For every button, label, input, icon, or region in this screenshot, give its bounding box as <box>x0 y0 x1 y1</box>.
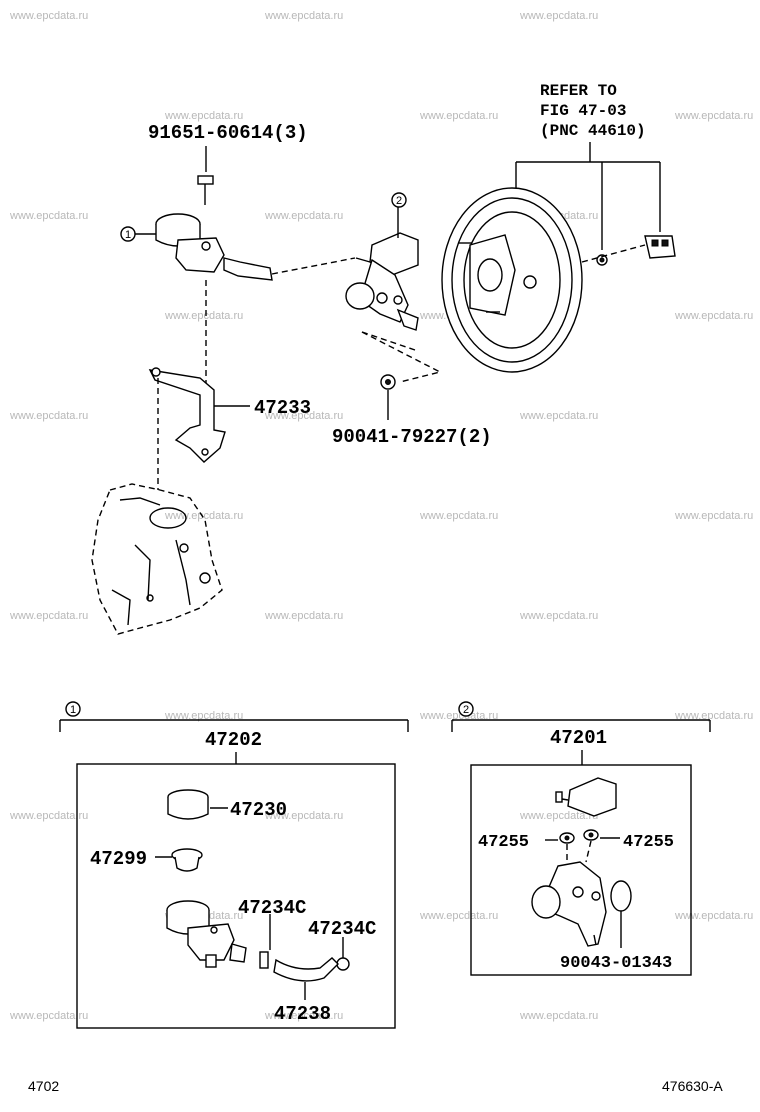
marker-2-label: 2 <box>396 195 402 207</box>
booster-nut <box>596 254 608 266</box>
watermark: www.epcdata.ru <box>264 210 343 222</box>
watermark: www.epcdata.ru <box>264 810 343 822</box>
watermark: www.epcdata.ru <box>419 710 498 722</box>
callout-bracket: 47233 <box>254 397 311 419</box>
watermark: www.epcdata.ru <box>419 910 498 922</box>
refer-line-3: (PNC 44610) <box>540 122 646 140</box>
group1-frame <box>76 763 396 1029</box>
reservoir <box>155 213 273 281</box>
group1-title: 47202 <box>205 729 262 751</box>
part-oring: 90043-01343 <box>560 954 672 973</box>
watermark: www.epcdata.ru <box>264 610 343 622</box>
watermark: www.epcdata.ru <box>419 510 498 522</box>
part-grommet-right: 47255 <box>623 833 674 852</box>
clip-47234c-left <box>259 951 269 969</box>
watermark: www.epcdata.ru <box>419 110 498 122</box>
refer-leader-lines <box>515 142 661 250</box>
watermark: www.epcdata.ru <box>264 10 343 22</box>
watermark: www.epcdata.ru <box>519 610 598 622</box>
brake-booster <box>441 187 583 373</box>
watermark: www.epcdata.ru <box>164 310 243 322</box>
watermark: www.epcdata.ru <box>519 410 598 422</box>
marker-2-group <box>458 701 474 717</box>
watermark: www.epcdata.ru <box>264 1010 343 1022</box>
o-ring-90043 <box>610 880 632 912</box>
watermark: www.epcdata.ru <box>9 210 88 222</box>
marker-1-label: 1 <box>125 229 131 241</box>
watermark: www.epcdata.ru <box>9 1010 88 1022</box>
group2-frame <box>470 764 692 976</box>
marker-2-group-label: 2 <box>463 704 469 716</box>
cap-47230 <box>167 789 209 820</box>
watermark: www.epcdata.ru <box>164 510 243 522</box>
booster-clevis <box>644 235 676 259</box>
watermark: www.epcdata.ru <box>164 110 243 122</box>
footer-right: 476630-A <box>662 1078 723 1094</box>
footer-left: 4702 <box>28 1078 59 1094</box>
watermark: www.epcdata.ru <box>519 10 598 22</box>
watermark: www.epcdata.ru <box>674 310 753 322</box>
refer-line-1: REFER TO <box>540 82 617 100</box>
watermark: www.epcdata.ru <box>264 410 343 422</box>
marker-1-group <box>65 701 81 717</box>
watermark: www.epcdata.ru <box>674 910 753 922</box>
hose-47238 <box>273 957 339 982</box>
grommet-47255-right <box>583 829 599 841</box>
group2-title: 47201 <box>550 727 607 749</box>
bolt-91651 <box>197 175 214 205</box>
refer-line-2: FIG 47-03 <box>540 102 626 120</box>
part-cap: 47230 <box>230 799 287 821</box>
refer-to-note: REFER TO FIG 47-03 (PNC 44610) <box>540 82 646 140</box>
part-clip1: 47234C <box>238 897 306 919</box>
callout-bolt: 91651-60614(3) <box>148 122 308 144</box>
strainer-47299 <box>171 848 203 872</box>
watermark: www.epcdata.ru <box>674 510 753 522</box>
callout-nut: 90041-79227(2) <box>332 426 492 448</box>
watermark: www.epcdata.ru <box>674 110 753 122</box>
nut-90041 <box>380 374 396 390</box>
master-cylinder-assembly <box>531 777 617 947</box>
watermark: www.epcdata.ru <box>519 810 598 822</box>
part-strainer: 47299 <box>90 848 147 870</box>
part-grommet-left: 47255 <box>478 833 529 852</box>
watermark: www.epcdata.ru <box>164 710 243 722</box>
part-hose: 47238 <box>274 1003 331 1025</box>
watermark: www.epcdata.ru <box>9 610 88 622</box>
grommet-47255-left <box>559 832 575 844</box>
marker-2-top <box>391 192 407 208</box>
watermark: www.epcdata.ru <box>519 1010 598 1022</box>
watermark: www.epcdata.ru <box>9 410 88 422</box>
master-cylinder <box>345 232 419 331</box>
watermark: www.epcdata.ru <box>9 810 88 822</box>
vehicle-body-panel <box>91 483 223 635</box>
watermark: www.epcdata.ru <box>674 710 753 722</box>
marker-1-group-label: 1 <box>70 704 76 716</box>
bracket-47233 <box>148 367 226 463</box>
reservoir-assembly <box>166 900 247 968</box>
part-clip2: 47234C <box>308 918 376 940</box>
watermark: www.epcdata.ru <box>9 10 88 22</box>
